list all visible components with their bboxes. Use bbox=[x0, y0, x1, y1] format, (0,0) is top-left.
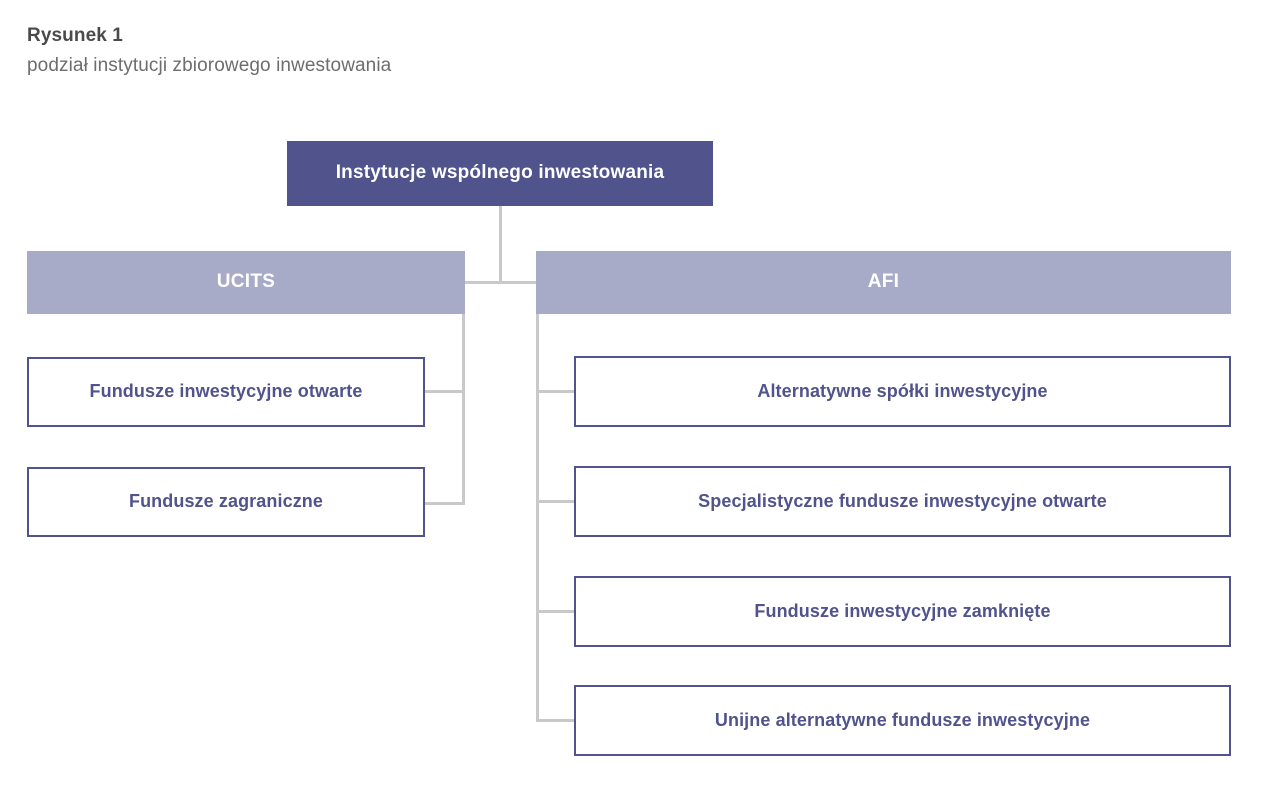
node-root-instytucje-wspolnego-inwestowania[interactable]: Instytucje wspólnego inwestowania bbox=[287, 141, 713, 206]
node-leaf-label: Alternatywne spółki inwestycyjne bbox=[757, 380, 1048, 401]
node-branch-afi-label: AFI bbox=[867, 271, 900, 293]
node-branch-ucits-label: UCITS bbox=[216, 271, 276, 293]
node-leaf-fundusze-inwestycyjne-otwarte[interactable]: Fundusze inwestycyjne otwarte bbox=[27, 357, 425, 427]
node-leaf-alternatywne-spolki-inwestycyjne[interactable]: Alternatywne spółki inwestycyjne bbox=[574, 356, 1231, 427]
figure-subtitle: podział instytucji zbiorowego inwestowan… bbox=[27, 55, 392, 76]
node-leaf-label: Fundusze zagraniczne bbox=[128, 491, 324, 512]
node-leaf-fundusze-inwestycyjne-zamkniete[interactable]: Fundusze inwestycyjne zamknięte bbox=[574, 576, 1231, 647]
connector-right-leaf-1 bbox=[536, 390, 576, 393]
connector-split-bar bbox=[462, 281, 539, 284]
figure-title: Rysunek 1 bbox=[27, 25, 123, 46]
connector-left-leaf-1 bbox=[425, 390, 465, 393]
node-leaf-fundusze-zagraniczne[interactable]: Fundusze zagraniczne bbox=[27, 467, 425, 537]
connector-right-leaf-4 bbox=[536, 719, 576, 722]
node-leaf-unijne-alternatywne-fundusze-inwestycyjne[interactable]: Unijne alternatywne fundusze inwestycyjn… bbox=[574, 685, 1231, 756]
connector-root-stem bbox=[499, 206, 502, 282]
node-leaf-specjalistyczne-fundusze-inwestycyjne-otwarte[interactable]: Specjalistyczne fundusze inwestycyjne ot… bbox=[574, 466, 1231, 537]
connector-right-leaf-2 bbox=[536, 500, 576, 503]
connector-left-spine bbox=[462, 314, 465, 505]
connector-right-leaf-3 bbox=[536, 610, 576, 613]
node-root-label: Instytucje wspólnego inwestowania bbox=[335, 162, 665, 184]
connector-right-spine bbox=[536, 314, 539, 722]
node-leaf-label: Fundusze inwestycyjne zamknięte bbox=[754, 600, 1051, 621]
node-leaf-label: Specjalistyczne fundusze inwestycyjne ot… bbox=[698, 490, 1107, 511]
connector-left-leaf-2 bbox=[425, 502, 465, 505]
node-leaf-label: Unijne alternatywne fundusze inwestycyjn… bbox=[714, 709, 1091, 730]
node-branch-afi[interactable]: AFI bbox=[536, 251, 1231, 314]
node-branch-ucits[interactable]: UCITS bbox=[27, 251, 465, 314]
node-leaf-label: Fundusze inwestycyjne otwarte bbox=[89, 381, 363, 402]
